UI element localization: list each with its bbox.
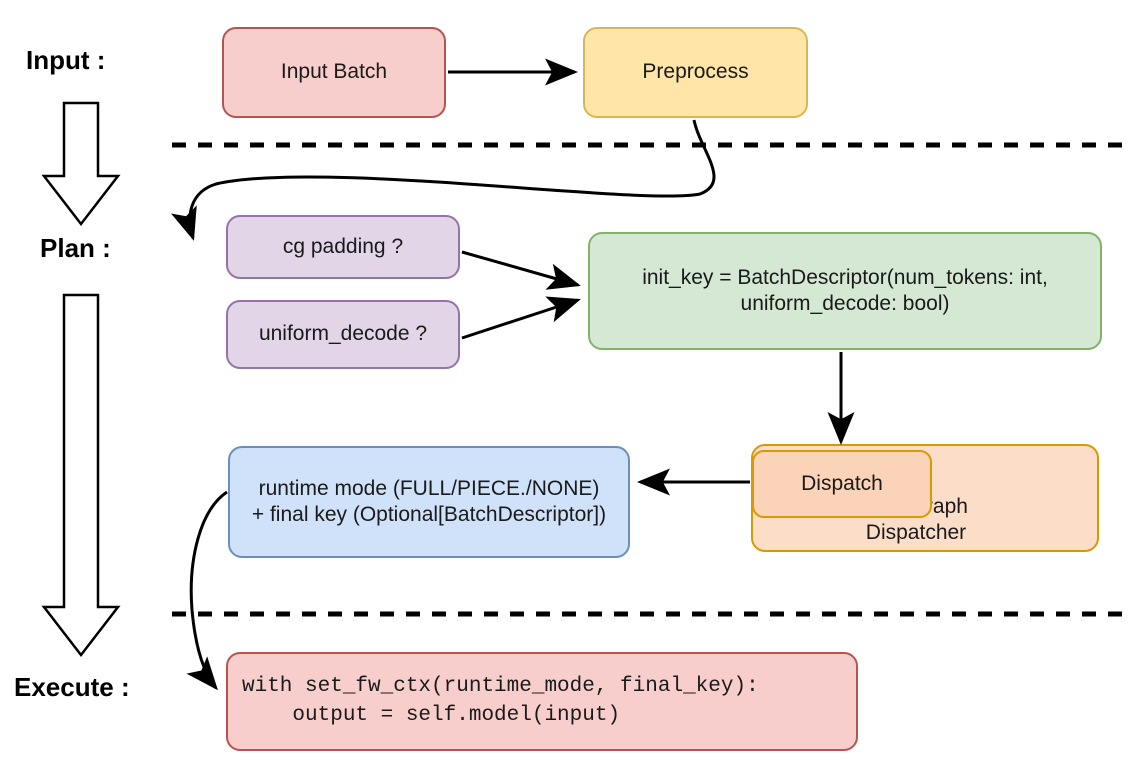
node-dispatch-label: Dispatch (801, 471, 883, 495)
node-preprocess[interactable]: Preprocess (583, 27, 808, 118)
node-cudagraph-dispatcher-line2: Dispatcher (865, 520, 967, 544)
stage-label-plan: Plan : (40, 233, 111, 263)
node-preprocess-label: Preprocess (642, 60, 749, 84)
node-init-key[interactable]: init_key = BatchDescriptor(num_tokens: i… (588, 232, 1102, 350)
node-execute-code[interactable]: with set_fw_ctx(runtime_mode, final_key)… (226, 652, 858, 751)
node-cg-padding[interactable]: cg padding ? (226, 215, 460, 279)
stage-arrow-input-to-plan (41, 101, 121, 227)
edge-runtime-mode-to-execute-code (186, 490, 228, 691)
node-input-batch[interactable]: Input Batch (222, 27, 446, 118)
node-input-batch-label: Input Batch (280, 60, 388, 84)
node-execute-code-line1: with set_fw_ctx(runtime_mode, final_key)… (242, 675, 759, 699)
node-runtime-mode[interactable]: runtime mode (FULL/PIECE./NONE) + final … (228, 446, 630, 558)
node-init-key-line1: init_key = BatchDescriptor(num_tokens: i… (642, 265, 1048, 289)
node-runtime-mode-line2: + final key (Optional[BatchDescriptor]) (251, 503, 607, 526)
node-dispatch[interactable]: Dispatch (752, 450, 932, 518)
edge-uniform-decode-to-init-key (461, 296, 581, 340)
edge-cg-padding-to-init-key (461, 250, 581, 290)
node-cg-padding-label: cg padding ? (282, 234, 404, 258)
node-uniform-decode-label: uniform_decode ? (258, 322, 428, 346)
node-init-key-line2: uniform_decode: bool) (740, 292, 950, 315)
stage-label-execute: Execute : (14, 672, 130, 702)
stage-arrow-plan-to-execute (41, 293, 121, 658)
node-execute-code-line2: output = self.model(input) (242, 703, 621, 727)
node-runtime-mode-line1: runtime mode (FULL/PIECE./NONE) (258, 476, 600, 500)
node-uniform-decode[interactable]: uniform_decode ? (226, 300, 460, 369)
stage-label-input: Input : (26, 45, 106, 75)
